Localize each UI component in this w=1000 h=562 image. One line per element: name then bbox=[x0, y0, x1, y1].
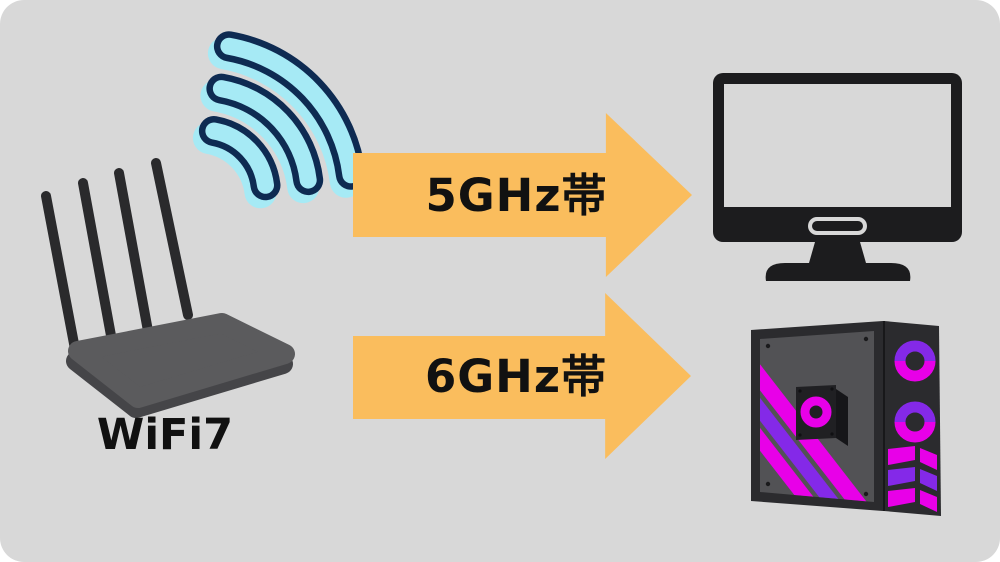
monitor-icon bbox=[713, 73, 962, 281]
band-label-6ghz: 6GHz帯 bbox=[424, 349, 608, 403]
band-label-5ghz: 5GHz帯 bbox=[425, 168, 608, 222]
wifi-signal-icon bbox=[192, 31, 366, 209]
router-label: WiFi7 bbox=[96, 410, 234, 460]
gaming-pc-icon bbox=[751, 321, 941, 516]
router-icon bbox=[41, 158, 295, 418]
